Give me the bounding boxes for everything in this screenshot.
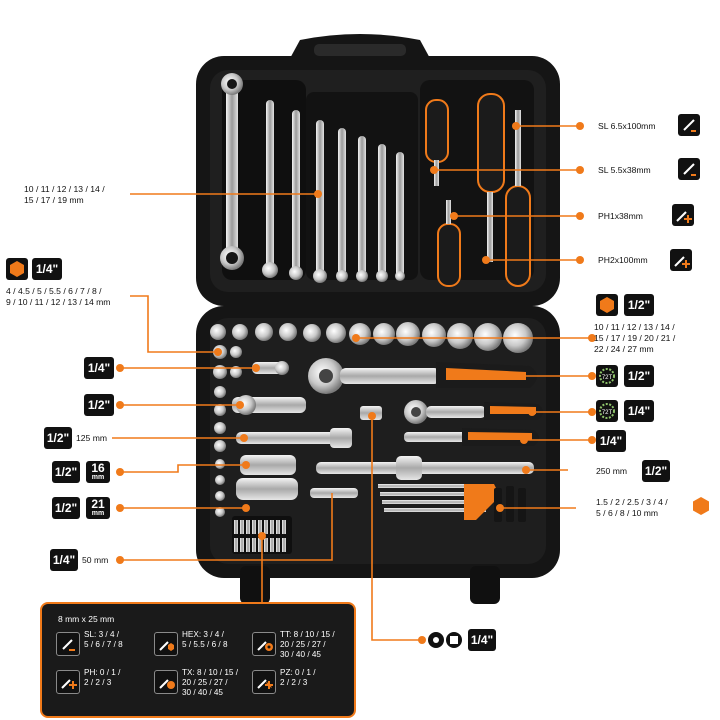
badge-deep16-size: 16 mm: [86, 461, 110, 483]
socket-icon-tile: [6, 258, 28, 280]
callout-extension-250: 250 mm: [596, 466, 628, 476]
torx-tamper-bit-icon: [252, 632, 276, 656]
screwdriver-ph-short: [437, 200, 461, 287]
callout-ph-long: PH2x100mm: [598, 255, 648, 265]
callout-ph-short: PH1x38mm: [598, 211, 643, 221]
screwdrivers: [425, 93, 531, 287]
screwdriver-ph-long: [505, 110, 531, 287]
teeth-label: 72T: [602, 410, 613, 416]
ratchet-gear-icon: 72T: [599, 368, 615, 384]
callout-extension-50: 50 mm: [82, 555, 109, 565]
bit-text-phillips: PH: 0 / 1 / 2 / 2 / 3: [84, 668, 121, 687]
deep21-value: 21: [91, 497, 105, 511]
hex-bit-icon: [154, 632, 178, 656]
callout-sl-long: SL 6.5x100mm: [598, 121, 656, 131]
phillips-tile-long: [670, 249, 692, 271]
badge-ratchet-quarter: 1/4": [624, 400, 654, 422]
phillips-screwdriver-icon: [676, 211, 692, 223]
callout-sl-short: SL 5.5x38mm: [598, 165, 651, 175]
ratchet-quarter: [404, 400, 543, 424]
leader-dots: [116, 122, 596, 644]
ratchet-half: [308, 358, 537, 394]
combination-spanners: [220, 73, 405, 283]
torx-bit-icon: [154, 670, 178, 694]
badge-deep21-size: 21 mm: [86, 497, 110, 519]
bit-cell-phillips: PH: 0 / 1 / 2 / 2 / 3: [56, 666, 152, 706]
badge-t-bar: 1/2": [642, 460, 670, 482]
callout-large-sockets: 10 / 11 / 12 / 13 / 14 / 15 / 17 / 19 / …: [594, 322, 676, 354]
deep16-unit: mm: [91, 474, 105, 481]
phillips-bit-icon: [56, 670, 80, 694]
bits-spec-box: 8 mm x 25 mm SL: 3 / 4 / 5 / 6 / 7 / 8 H…: [40, 602, 356, 718]
badge-deep16-drive: 1/2": [52, 461, 80, 483]
badge-extension-125: 1/2": [44, 427, 72, 449]
badge-large-sockets-drive: 1/2": [624, 294, 654, 316]
badge-ratchet-half: 1/2": [624, 365, 654, 387]
socket-icon: [600, 297, 614, 313]
bit-text-torx-tamper: TT: 8 / 10 / 15 / 20 / 25 / 27 / 30 / 40…: [280, 630, 335, 659]
teeth-label: 72T: [602, 375, 613, 381]
extension-50mm: [310, 488, 358, 498]
slotted-tile-short: [678, 158, 700, 180]
extension-125mm: [236, 428, 352, 448]
deep16-value: 16: [91, 461, 105, 475]
universal-joint-quarter: [252, 361, 289, 375]
badge-bit-driver: 1/4": [596, 430, 626, 452]
bit-text-hex: HEX: 3 / 4 / 5 / 5.5 / 6 / 8: [182, 630, 228, 649]
slotted-screwdriver-icon: [683, 163, 696, 176]
slotted-screwdriver-icon: [683, 119, 696, 132]
callout-small-sockets: 4 / 4.5 / 5 / 5.5 / 6 / 7 / 8 / 9 / 10 /…: [6, 286, 111, 307]
hex-key-icon-tile: [690, 495, 712, 517]
latch-left: [240, 566, 270, 604]
bit-cell-torx-tamper: TT: 8 / 10 / 15 / 20 / 25 / 27 / 30 / 40…: [252, 628, 348, 668]
bit-cell-pozidriv: PZ: 0 / 1 / 2 / 2 / 3: [252, 666, 348, 706]
hex-key-icon: [693, 497, 709, 515]
deep-socket-21mm: [236, 478, 298, 500]
deep-socket-16mm: [240, 455, 296, 475]
sliding-t-bar: [316, 456, 534, 480]
callout-hex-keys: 1.5 / 2 / 2.5 / 3 / 4 / 5 / 6 / 8 / 10 m…: [596, 497, 668, 518]
ratchet-gear-icon: 72T: [599, 403, 615, 419]
universal-joint-half: [232, 395, 306, 415]
badge-ujoint-quarter: 1/4": [84, 357, 114, 379]
bit-cell-slotted: SL: 3 / 4 / 5 / 6 / 7 / 8: [56, 628, 152, 668]
bit-text-slotted: SL: 3 / 4 / 5 / 6 / 7 / 8: [84, 630, 123, 649]
badge-adapter-quarter: 1/4": [468, 629, 496, 651]
slotted-tile-long: [678, 114, 700, 136]
callout-extension-125: 125 mm: [76, 433, 108, 443]
deep21-unit: mm: [91, 510, 105, 517]
bit-cell-hex: HEX: 3 / 4 / 5 / 5.5 / 6 / 8: [154, 628, 250, 668]
callout-spanners: 10 / 11 / 12 / 13 / 14 / 15 / 17 / 19 mm: [24, 184, 105, 205]
slotted-bit-icon: [56, 632, 80, 656]
badge-small-sockets-drive: 1/4": [32, 258, 62, 280]
pozidriv-bit-icon: [252, 670, 276, 694]
socket-icon: [10, 261, 24, 277]
ratchet-teeth-tile-half: 72T: [596, 365, 618, 387]
large-socket-icon-tile: [596, 294, 618, 316]
bit-text-torx: TX: 8 / 10 / 15 / 20 / 25 / 27 / 30 / 40…: [182, 668, 238, 697]
badge-extension-50: 1/4": [50, 549, 78, 571]
screwdriver-sl-long: [477, 93, 505, 262]
spanner-large: [220, 73, 244, 270]
ratchet-teeth-tile-quarter: 72T: [596, 400, 618, 422]
square-drive-icons: [428, 632, 462, 648]
badge-ujoint-half: 1/2": [84, 394, 114, 416]
leader-lines: [112, 125, 592, 641]
bit-driver-handle: [404, 428, 539, 446]
bit-text-pozidriv: PZ: 0 / 1 / 2 / 2 / 3: [280, 668, 316, 687]
badge-deep21-drive: 1/2": [52, 497, 80, 519]
phillips-tile-short: [672, 204, 694, 226]
phillips-screwdriver-icon: [674, 256, 690, 268]
latch-right: [470, 566, 500, 604]
bit-cell-torx: TX: 8 / 10 / 15 / 20 / 25 / 27 / 30 / 40…: [154, 666, 250, 706]
bits-size-header: 8 mm x 25 mm: [58, 614, 115, 624]
